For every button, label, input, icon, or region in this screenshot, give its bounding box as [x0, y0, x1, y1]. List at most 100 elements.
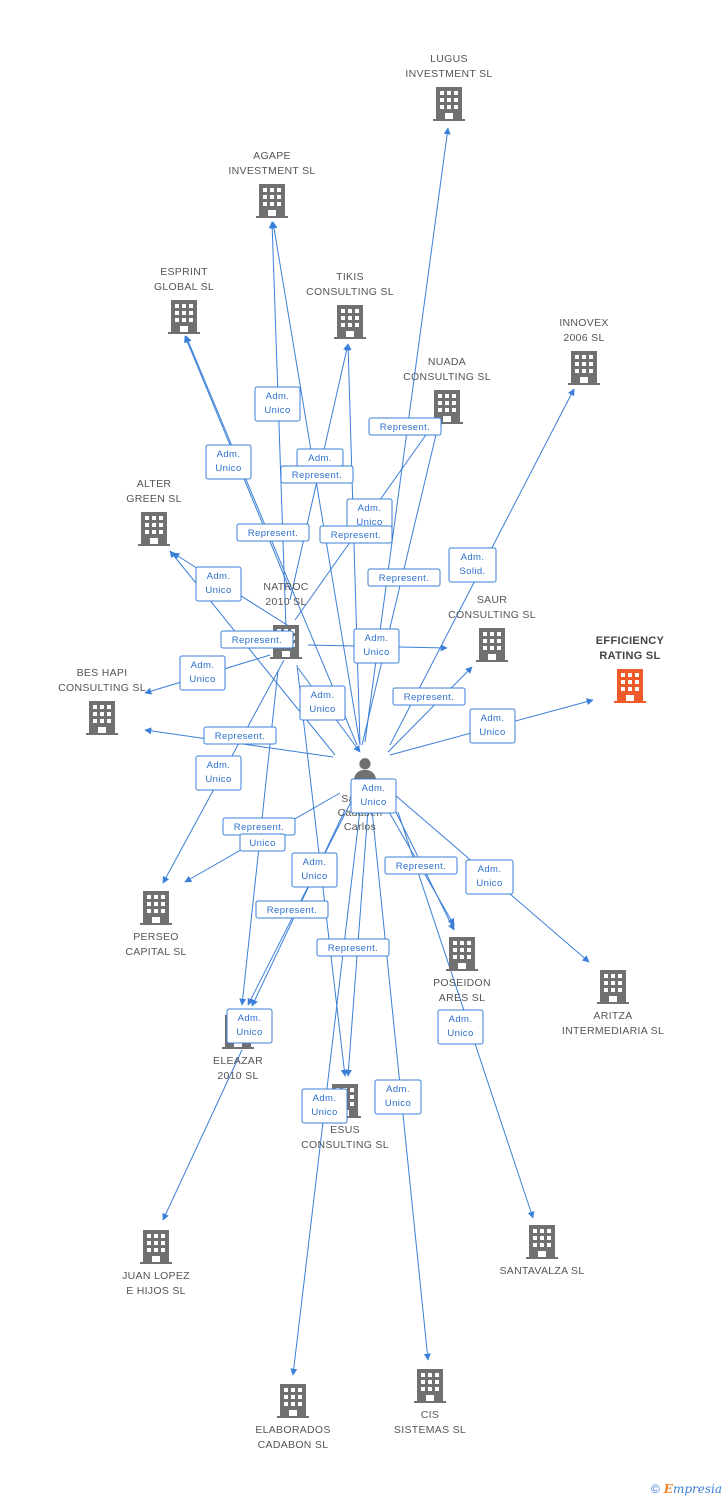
company-name-label: CONSULTING SL	[306, 286, 394, 298]
company-name-label: TIKIS	[336, 271, 364, 283]
edge-label-text: Unico	[264, 405, 290, 416]
company-name-label: GREEN SL	[126, 493, 182, 505]
company-name-label: NUADA	[428, 356, 466, 368]
building-icon	[476, 628, 508, 662]
edge-label-text: Adm.	[481, 713, 505, 724]
edge-label[interactable]: Adm.Unico	[195, 566, 242, 602]
edge-label-text: Unico	[447, 1028, 473, 1039]
company-name-label: SANTAVALZA SL	[499, 1265, 584, 1277]
building-icon	[277, 1384, 309, 1418]
edge-label-text: Represent.	[215, 731, 265, 742]
company-name-label: JUAN LOPEZ	[122, 1270, 190, 1282]
edge-label[interactable]: Represent.	[203, 726, 277, 745]
edge-label[interactable]: Adm. Unico	[350, 778, 397, 814]
edge-label-text: Adm.	[266, 391, 290, 402]
edge-label[interactable]: Adm.Unico	[179, 655, 226, 691]
edge-label[interactable]: Represent.	[280, 465, 354, 484]
edge-label[interactable]: Represent.	[220, 630, 294, 649]
edge-label-text: Adm.	[303, 857, 327, 868]
edge-label[interactable]: Unico	[239, 833, 286, 852]
edge-label[interactable]: Adm.Unico	[437, 1009, 484, 1045]
edge-label-text: Unico	[311, 1107, 337, 1118]
company-node-aritza[interactable]: ARITZA INTERMEDIARIA SL	[562, 970, 664, 1037]
edge-label[interactable]: Represent.	[384, 856, 458, 875]
edge-label[interactable]: Represent.	[319, 525, 393, 544]
edge-label-text: Adm.	[365, 633, 389, 644]
edge-label[interactable]: Represent.	[255, 900, 329, 919]
edge-label[interactable]: Represent.	[392, 687, 466, 706]
edge-label[interactable]: Represent.	[222, 817, 296, 836]
edge-label[interactable]: Adm.Solid.	[448, 547, 497, 583]
edge-label[interactable]: Adm.Unico	[353, 628, 400, 664]
edge-label[interactable]: Adm.Unico	[299, 685, 346, 721]
edge-label-box	[179, 655, 226, 691]
company-name-label: LUGUS	[430, 53, 468, 65]
building-icon	[414, 1369, 446, 1403]
company-node-lugus[interactable]: LUGUS INVESTMENT SL	[405, 53, 492, 121]
company-name-label: ARITZA	[593, 1010, 632, 1022]
edge-label[interactable]: Adm.Unico	[469, 708, 516, 744]
edge-label-text: Represent.	[404, 692, 454, 703]
edge-label[interactable]: Adm. Unico	[254, 386, 301, 422]
edge-label-text: Adm.	[386, 1084, 410, 1095]
edge-labels-layer: Adm.UnicoAdm.UnicoRepresent.Adm.Represen…	[179, 386, 516, 1124]
edge-label[interactable]: Adm.Unico	[226, 1008, 273, 1044]
copyright-symbol: ©	[650, 1482, 660, 1496]
company-node-esus[interactable]: ESUS CONSULTING SL	[301, 1084, 389, 1151]
company-name-label: POSEIDON	[433, 977, 491, 989]
company-name-label: INVESTMENT SL	[405, 68, 492, 80]
edge-label-text: Adm.	[207, 760, 231, 771]
edge-label-text: Unico	[385, 1098, 411, 1109]
edge-label-box	[437, 1009, 484, 1045]
edge-label[interactable]: Represent.	[367, 568, 441, 587]
edge-label-text: Unico	[360, 797, 386, 808]
company-name-label: CONSULTING SL	[58, 682, 146, 694]
company-name-label: NATROC	[263, 581, 308, 593]
edge-label[interactable]: Adm.Unico	[465, 859, 514, 895]
edge-label-text: Represent.	[328, 943, 378, 954]
company-name-label: INTERMEDIARIA SL	[562, 1025, 664, 1037]
edge-label-box	[301, 1088, 348, 1124]
company-node-santavalza[interactable]: SANTAVALZA SL	[499, 1225, 584, 1277]
edge-label-text: Adm.	[313, 1093, 337, 1104]
company-name-label: RATING SL	[599, 650, 660, 662]
edge-label[interactable]: Adm. Unico	[374, 1079, 422, 1115]
company-node-tikis[interactable]: TIKIS CONSULTING SL	[306, 271, 394, 339]
company-name-label: ELEAZAR	[213, 1055, 263, 1067]
company-name-label: CAPITAL SL	[125, 946, 186, 958]
edge-label[interactable]: Adm. Unico	[301, 1088, 348, 1124]
building-icon	[334, 305, 366, 339]
edge-label-box	[384, 856, 458, 875]
edge-label[interactable]: Adm.Unico	[205, 444, 252, 480]
edge-label-text: Adm.	[362, 783, 386, 794]
edge-label-text: Represent.	[379, 573, 429, 584]
edge-label-text: Represent.	[292, 470, 342, 481]
edge-label[interactable]: Represent.	[236, 523, 310, 542]
edge-label-box	[374, 1079, 422, 1115]
edge-label[interactable]: Adm.Unico	[195, 755, 242, 791]
edge-label[interactable]: Adm.Unico	[291, 852, 338, 888]
company-name-label: CONSULTING SL	[301, 1139, 389, 1151]
company-name-label: CIS	[421, 1409, 439, 1421]
company-name-label: ESUS	[330, 1124, 360, 1136]
company-name-label: ESPRINT	[160, 266, 208, 278]
edge-label[interactable]: Adm.	[296, 448, 344, 467]
edge-label[interactable]: Represent.	[368, 417, 442, 436]
relationship-edge	[169, 550, 336, 756]
edge-label[interactable]: Represent.	[316, 938, 390, 957]
